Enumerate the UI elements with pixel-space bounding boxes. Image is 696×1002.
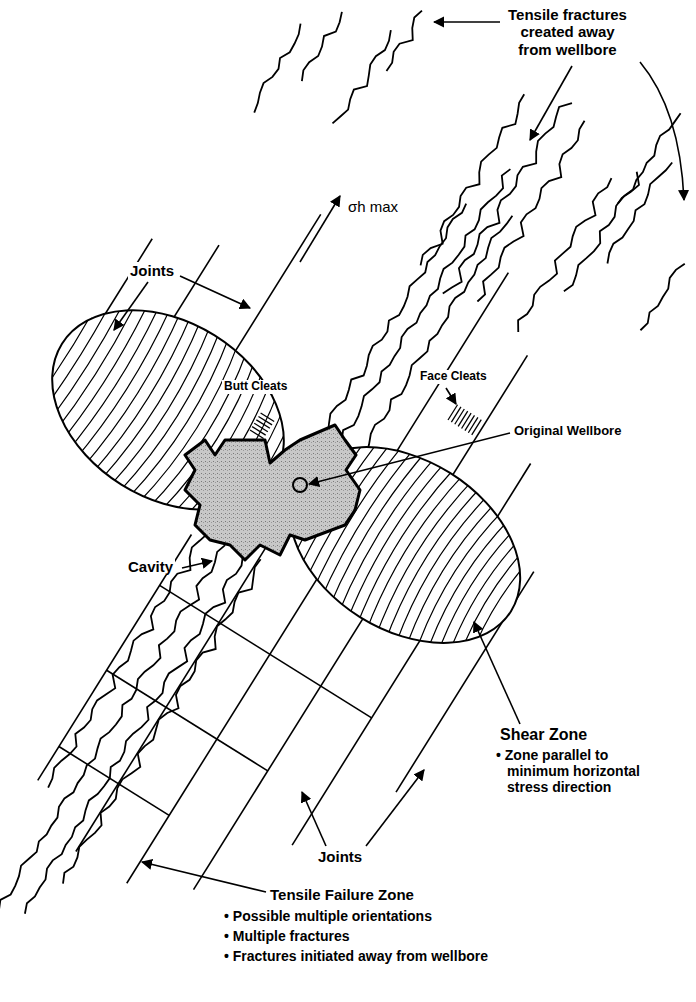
tensile-fractures <box>0 11 685 914</box>
tensile-fracture <box>564 172 639 292</box>
tensile-fracture <box>607 162 672 263</box>
tensile-fracture <box>254 24 300 113</box>
shear-hatch <box>26 272 131 436</box>
butt-cleat <box>250 430 264 438</box>
zone-note: • Fractures initiated away from wellbore <box>222 948 567 964</box>
shear-hatch <box>63 296 169 461</box>
stress-label: σh max <box>346 198 400 215</box>
tensile-fracture <box>332 30 390 123</box>
face-cleat <box>455 409 465 424</box>
zone-note: • Multiple fractures <box>222 928 567 944</box>
shear-hatch <box>340 455 448 621</box>
shear-hatch <box>429 511 541 679</box>
shear-hatch <box>411 500 522 668</box>
joint-label: Joints <box>316 848 364 865</box>
joint-line <box>38 535 192 781</box>
shear-hatch <box>73 301 180 466</box>
shear-hatch <box>82 307 189 472</box>
shear-hatch <box>384 483 494 650</box>
tensile-fracture <box>353 216 512 459</box>
face-cleat <box>448 405 458 420</box>
tensile-fracture <box>518 178 611 332</box>
zone-title: Shear Zone <box>498 726 589 744</box>
shear-hatch <box>376 477 486 644</box>
cleat-label: Face Cleats <box>418 370 489 384</box>
cleat-marks <box>250 405 481 439</box>
cavity <box>185 425 360 560</box>
tensile-fracture <box>421 94 525 265</box>
joint-line <box>236 214 321 350</box>
face-cleat <box>462 413 472 428</box>
butt-cleat <box>258 416 272 424</box>
shear-hatch <box>447 522 559 691</box>
butt-cleat <box>261 413 275 421</box>
zone-note: • Zone parallel to minimum horizontal st… <box>494 747 674 795</box>
original-wellbore <box>293 478 307 492</box>
zone-note: • Possible multiple orientations <box>222 908 567 924</box>
butt-cleat <box>254 423 268 431</box>
tensile-fracture <box>640 264 684 331</box>
butt-cleat <box>256 420 270 428</box>
shear-hatch <box>45 284 150 448</box>
shear-hatch <box>420 505 531 673</box>
face-cleat <box>451 407 461 422</box>
shear-hatch <box>358 466 467 632</box>
shear-hatch <box>17 266 121 429</box>
tensile-fracture <box>302 12 342 81</box>
leader-arrows <box>114 22 684 892</box>
shear-hatch <box>393 489 503 656</box>
face-cleat <box>458 411 468 426</box>
zone-title: Tensile Failure Zone <box>268 886 416 903</box>
joint-label: Joints <box>128 262 176 279</box>
joint-line <box>59 747 169 816</box>
cavity-label: Cavity <box>126 558 175 575</box>
butt-cleat <box>252 427 266 435</box>
tensile-fracture <box>48 534 207 788</box>
tensile-fracture <box>328 204 466 436</box>
tensile-fracture <box>63 559 261 884</box>
shear-hatch <box>7 261 111 424</box>
shear-hatch <box>91 313 198 478</box>
shear-hatch <box>54 290 160 454</box>
tensile-fracture <box>0 545 225 911</box>
tensile-fracture <box>477 121 584 302</box>
tensile-fracture <box>386 11 422 71</box>
shear-hatch <box>349 461 457 627</box>
joint-line <box>107 670 268 771</box>
tensile-fracture <box>25 555 243 914</box>
tensile-fracture <box>618 113 681 203</box>
cleat-label: Butt Cleats <box>222 380 289 394</box>
fracture-label: Tensile fractures created away from well… <box>503 6 632 58</box>
shear-hatch <box>35 278 140 442</box>
tensile-fracture <box>443 103 572 293</box>
wellbore-label: Original Wellbore <box>512 424 623 439</box>
face-cleat <box>468 417 478 432</box>
shear-hatch <box>367 472 476 638</box>
face-cleat <box>465 415 475 430</box>
shear-hatch <box>402 494 513 661</box>
face-cleat <box>472 420 482 435</box>
shear-hatch <box>438 517 550 685</box>
tensile-fracture <box>342 169 511 441</box>
